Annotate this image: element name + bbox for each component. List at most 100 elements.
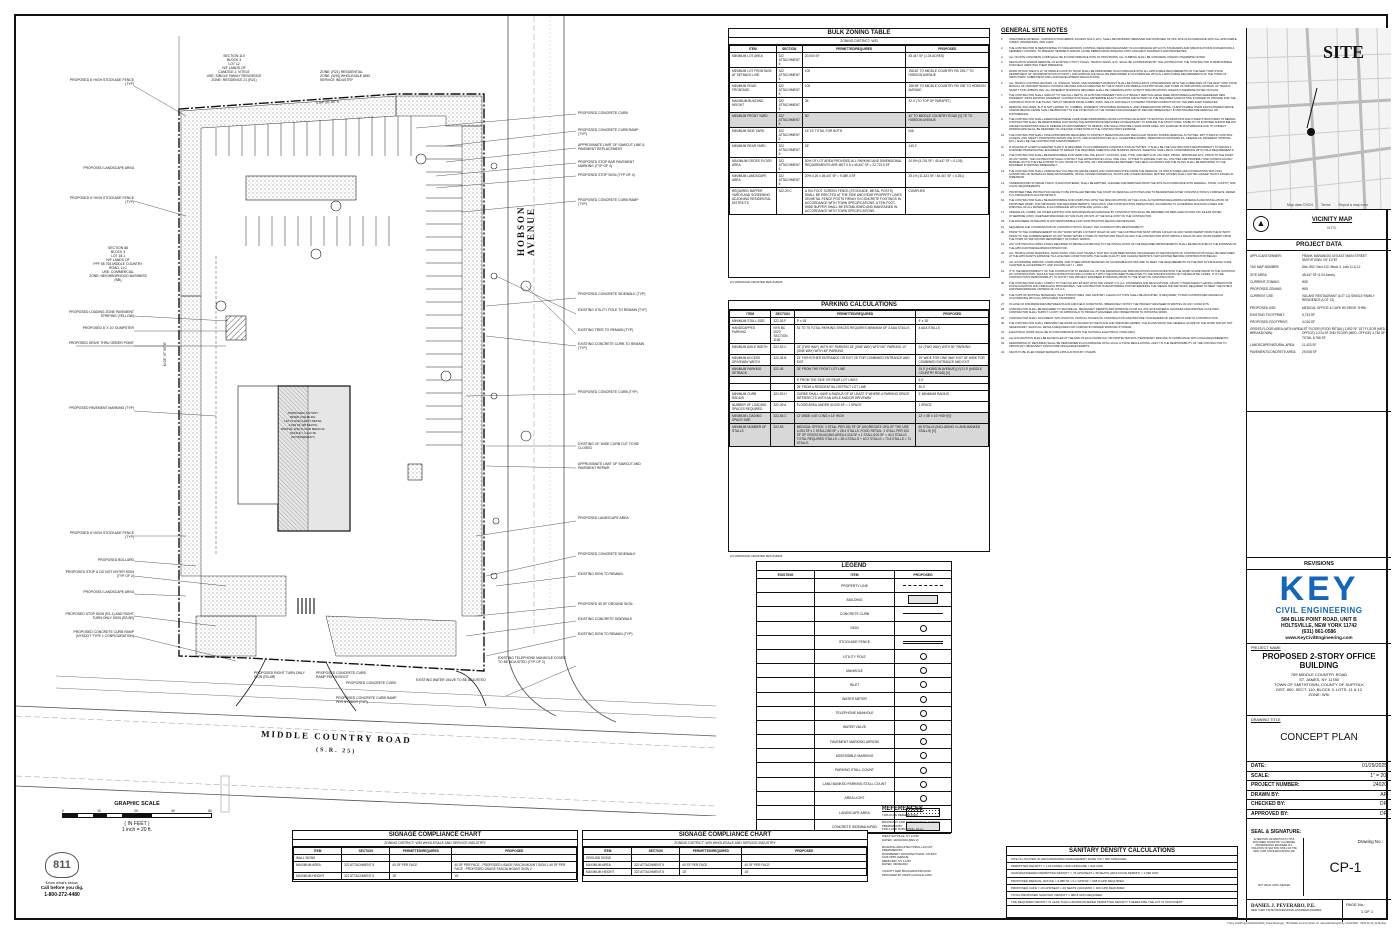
callout: EXISTING SIGN TO REMAIN — [578, 572, 623, 576]
legend-symbol-icon — [919, 766, 927, 774]
company-logo: KEY — [1279, 570, 1359, 608]
table-cell: 35 — [801, 97, 907, 113]
note-item: 32.ALL EXCAVATIONS SHALL BE BACKFILLED A… — [1001, 336, 1229, 340]
company-sub: CIVIL ENGINEERING — [1275, 606, 1363, 615]
reference-line: WEST SAYVILLE, NY 11796 — [882, 834, 919, 838]
callout: PROPOSED DRIVE THRU ORDER POINT — [68, 341, 134, 345]
table-cell: 51 TO 75 TOTAL PARKING SPACES REQUIRES M… — [793, 324, 917, 344]
page-value: 1 OF 1 — [1360, 909, 1374, 914]
reference-line: ROSSBERRY ARCHITECTURAL STUDIO — [882, 851, 937, 856]
company-address2: HOLTSVILLE, NEW YORK 11742 — [1281, 623, 1357, 629]
legend-item-label: BUILDING — [815, 593, 895, 607]
table-cell: MEDICAL OFFICE: 1 STALL PER 150 SF OF AG… — [793, 423, 917, 447]
title-block-field: APPROVED BY:DP — [1247, 810, 1391, 819]
table-cell: 322-65 C — [770, 412, 795, 424]
table-cell: 322-53 H — [770, 390, 795, 402]
note-item: 4.RELOCATION AND/OR REMOVAL OF EXISTING … — [1001, 61, 1232, 68]
company-address1: 584 BLUE POINT ROAD, UNIT B — [1281, 617, 1357, 623]
signage-ground-title: SIGNAGE COMPLIANCE CHART — [583, 831, 867, 840]
vicinity-title: VICINITY MAP — [1311, 217, 1353, 223]
legend-item: CONCRETE CURB — [757, 607, 951, 622]
table-cell: 65 STALLS (INCLUDING 4 LAND-BANKED STALL… — [915, 423, 989, 447]
note-item: 20.PRIOR TO THE COMMENCEMENT OF ANY WORK… — [1001, 231, 1232, 241]
north-arrow-icon: ▲ — [1253, 216, 1269, 232]
title-block-field: CHECKED BY:DP — [1247, 800, 1391, 810]
note-item: 1.UNSUITABLE MATERIAL, CONSTRUCTION DEBR… — [1001, 38, 1237, 45]
note-item: 26.THE TOPS OF EXISTING MANHOLES, INLET … — [1001, 293, 1224, 301]
note-item: 25.THE CONTRACTOR SHALL COMPLY TO THE FU… — [1001, 281, 1233, 292]
graphic-scale-title: GRAPHIC SCALE — [114, 801, 160, 807]
legend-symbol-icon — [919, 709, 927, 717]
bearing-top: S 64° 05' 00" E — [316, 99, 340, 105]
note-item: 11.IF DIGGING AT A DEPTH GREATER THAN 5'… — [1001, 145, 1235, 152]
callout: EXISTING TREE TO REMAIN (TYP) — [578, 328, 634, 332]
table-cell: 12' x 35' x 14' HIGH [V] — [915, 412, 989, 424]
table-cell: 10.5% (5,751 SF / 45,447 SF = 0.126) — [905, 157, 989, 173]
table-cell: 1 SPACE — [915, 401, 989, 413]
table-cell: 322 ATTACHMENT 5 — [631, 868, 681, 876]
svg-text:N 03° 47' 50" E: N 03° 47' 50" E — [163, 342, 167, 366]
table-cell: 20,000 SF — [801, 52, 907, 68]
811-phone: 1-800-272-4480 — [44, 892, 80, 898]
parking-footnote: [V] VARIANCE GRANTED BZA #15023 — [730, 554, 783, 558]
table-cell: 322-53 — [770, 423, 795, 447]
company-phone: (631) 861-0586 — [1301, 629, 1337, 635]
legend-item: AREA LIGHT — [757, 791, 951, 806]
legend-symbol-icon — [903, 640, 943, 644]
project-data: PROJECT DATA APPLICANT/OWNER:FRANK MARAN… — [1247, 240, 1391, 412]
table-cell: 5' FROM THE SIDE OR REAR LOT LINES — [793, 376, 917, 384]
project-data-row: PROPOSED FOOTPRINT:4,016 SF — [1250, 320, 1315, 325]
engineer-name: DANIEL J. PEVERARO, P.E. — [1251, 904, 1316, 909]
callout: PROPOSED 8' X 10' DUMPSTER — [82, 326, 134, 330]
legend-symbol-icon — [919, 695, 927, 703]
callout: EXISTING WATER VALVE TO BE ADJUSTED — [416, 678, 486, 682]
table-cell: 9' x 18' — [915, 317, 989, 325]
legend-symbol-icon — [919, 723, 927, 731]
callout: PROPOSED 6' HIGH STOCKADE FENCE (TYP) — [69, 78, 134, 86]
sanitary-line: THE REQUIRED DENSITY IS LESS THAN GRANDF… — [1007, 899, 1237, 907]
legend-symbol-icon — [919, 738, 927, 746]
callout: PROPOSED CONCRETE CURB RAMP PER NYSDOT — [316, 671, 366, 679]
company-web[interactable]: www.KeyCivilEngineering.com — [1285, 635, 1353, 640]
legend-item: PAVEMENT MARKING ARROW — [757, 735, 951, 750]
table-cell: MAXIMUM HEIGHT — [292, 872, 343, 880]
table-cell: 15' — [389, 872, 453, 880]
parking-title: PARKING CALCULATIONS — [729, 301, 989, 310]
graphic-scale-ratio: 1 inch = 20 ft. — [121, 827, 153, 833]
legend-symbol-icon — [919, 667, 927, 675]
table-cell: MINIMUM PARKING SETBACK — [728, 365, 772, 377]
note-item: 8.REMOVAL INCLUDES, BUT IS NOT LIMITED T… — [1001, 106, 1234, 116]
revisions-header: REVISIONS — [1247, 558, 1391, 570]
sanitary-line: GRANDFATHERED PERMITTED DENSITY = 76 GPD… — [1007, 870, 1237, 878]
legend-symbol-icon — [919, 794, 927, 802]
table-cell: 322 ATTACHMENT 5 — [775, 127, 803, 143]
callout: PROPOSED 40 SF GROUND SIGN — [578, 602, 633, 606]
table-cell: MINIMUM ACCESS DRIVEWAY WIDTH — [728, 354, 772, 366]
table-cell: 322 ATTACHMENT 5 — [775, 67, 803, 83]
table-cell: 40 SF PER FACE — [741, 861, 867, 869]
seal-text: ALTERATION OR ADDITION TO THIS DOCUMENT … — [1251, 838, 1297, 853]
table-cell: CURBS SHALL HAVE A RADIUS OF AT LEAST 3'… — [793, 390, 917, 402]
table-cell: COMPLIES — [905, 187, 989, 215]
table-cell: MINIMUM LANDSCAPE AREA — [729, 172, 777, 188]
note-item: 27.IN CASE OF DISCREPANCIES BETWEEN PLAN… — [1001, 302, 1210, 306]
site-marker-icon — [1307, 128, 1315, 136]
legend-symbol-icon — [906, 808, 940, 818]
table-cell: 15' WIDE FOR ONE WAY EXIT 28' WIDE FOR C… — [915, 354, 989, 366]
legend-symbol-icon — [919, 681, 927, 689]
callout: APPROXIMATE LIMIT OF SAWCUT AND PAVEMENT… — [578, 462, 641, 470]
project-name-label: PROJECT NAME — [1251, 646, 1281, 650]
title-block-field: SCALE:1" = 20' — [1247, 772, 1391, 781]
table-cell: MINIMUM LOADING SPACE SIZE — [728, 412, 772, 424]
signage-wall-title: SIGNAGE COMPLIANCE CHART — [293, 831, 577, 840]
table-cell: 15.0' (HOBSON AVENUE) [V] 21.9' (MIDDLE … — [915, 365, 989, 377]
table-cell: N/A — [905, 127, 989, 143]
